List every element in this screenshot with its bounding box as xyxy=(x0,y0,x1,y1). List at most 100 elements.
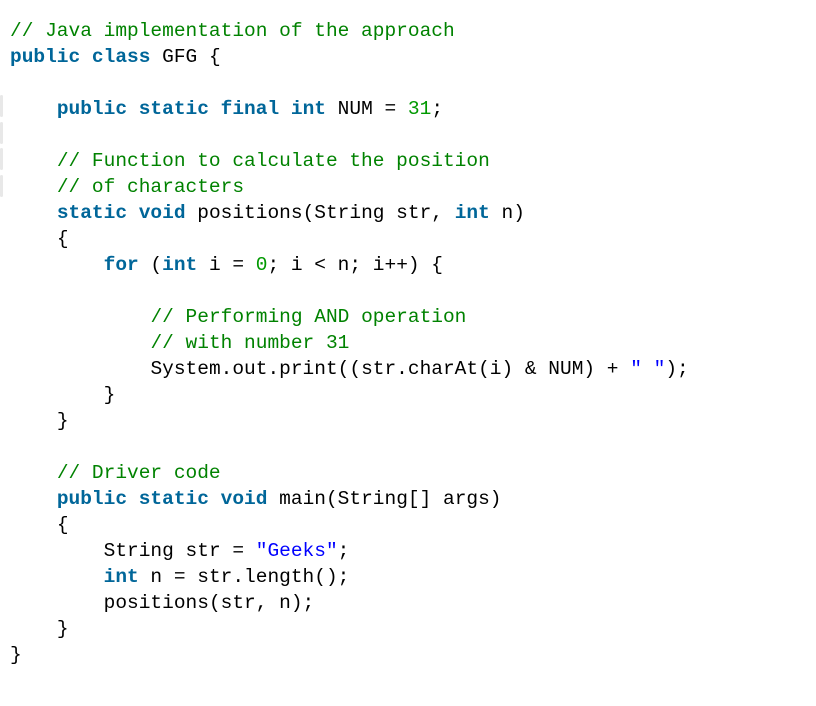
code-keyword: public xyxy=(56,98,128,120)
code-text: } xyxy=(10,644,22,666)
code-keyword: int xyxy=(103,566,139,588)
code-text: ); xyxy=(665,358,689,380)
code-number: 0 xyxy=(255,254,268,276)
code-line: public static final int NUM = 31; xyxy=(10,96,689,122)
code-text xyxy=(279,98,291,120)
code-text xyxy=(209,98,221,120)
code-line: for (int i = 0; i < n; i++) { xyxy=(10,252,689,278)
code-text xyxy=(209,488,221,510)
code-line xyxy=(10,70,689,96)
code-indent xyxy=(10,462,57,484)
code-comment: // of characters xyxy=(56,176,245,198)
gutter-marker xyxy=(0,95,3,117)
code-text: positions(String str, xyxy=(185,202,455,224)
code-text: { xyxy=(56,228,69,250)
code-keyword: public xyxy=(10,46,81,68)
code-indent xyxy=(10,358,150,380)
code-text xyxy=(127,98,139,120)
code-line: // with number 31 xyxy=(10,330,689,356)
code-comment: // Performing AND operation xyxy=(150,306,467,328)
code-indent xyxy=(10,202,57,224)
code-keyword: static xyxy=(138,98,209,120)
code-text: ; xyxy=(337,540,350,562)
code-text: ( xyxy=(138,254,163,276)
code-string: " " xyxy=(630,358,666,380)
code-keyword: public xyxy=(56,488,128,510)
code-text: } xyxy=(56,410,69,432)
code-text: GFG { xyxy=(150,46,221,68)
code-string: "Geeks" xyxy=(255,540,338,562)
code-line xyxy=(10,122,689,148)
code-text: i = xyxy=(197,254,256,276)
code-line: // of characters xyxy=(10,174,689,200)
code-number: 31 xyxy=(407,98,432,120)
code-line: // Function to calculate the position xyxy=(10,148,689,174)
code-line: static void positions(String str, int n) xyxy=(10,200,689,226)
code-indent xyxy=(10,540,104,562)
code-comment: // Function to calculate the position xyxy=(56,150,490,172)
code-line: System.out.print((str.charAt(i) & NUM) +… xyxy=(10,356,689,382)
code-text: } xyxy=(103,384,116,406)
code-indent xyxy=(10,410,57,432)
code-indent xyxy=(10,176,57,198)
code-comment: // Java implementation of the approach xyxy=(10,20,455,42)
code-line: } xyxy=(10,642,689,668)
code-text: String str = xyxy=(103,540,256,562)
code-indent xyxy=(10,488,57,510)
code-line: public class GFG { xyxy=(10,44,689,70)
code-text: main(String[] args) xyxy=(267,488,502,510)
code-line: } xyxy=(10,382,689,408)
code-line: } xyxy=(10,408,689,434)
code-comment: // Driver code xyxy=(56,462,221,484)
code-text: { xyxy=(56,514,69,536)
code-keyword: class xyxy=(91,46,151,68)
code-text xyxy=(127,488,139,510)
code-keyword: void xyxy=(220,488,268,510)
code-line: int n = str.length(); xyxy=(10,564,689,590)
code-line xyxy=(10,278,689,304)
code-text: NUM = xyxy=(325,98,408,120)
code-line: { xyxy=(10,512,689,538)
code-line xyxy=(10,434,689,460)
code-line: positions(str, n); xyxy=(10,590,689,616)
code-text: positions(str, n); xyxy=(103,592,315,614)
code-keyword: int xyxy=(290,98,326,120)
code-indent xyxy=(10,384,104,406)
code-keyword: int xyxy=(454,202,490,224)
code-indent xyxy=(10,592,104,614)
code-text: ; i < n; i++) { xyxy=(267,254,443,276)
code-text xyxy=(127,202,139,224)
code-keyword: void xyxy=(138,202,186,224)
code-text: ; xyxy=(431,98,444,120)
code-keyword: final xyxy=(220,98,280,120)
code-indent xyxy=(10,306,150,328)
gutter-marker xyxy=(0,148,3,170)
code-line: } xyxy=(10,616,689,642)
code-line: public static void main(String[] args) xyxy=(10,486,689,512)
code-indent xyxy=(10,228,57,250)
code-indent xyxy=(10,332,150,354)
code-line: // Driver code xyxy=(10,460,689,486)
code-text: } xyxy=(56,618,69,640)
code-indent xyxy=(10,566,104,588)
code-line: // Java implementation of the approach xyxy=(10,18,689,44)
code-indent xyxy=(10,618,57,640)
code-comment: // with number 31 xyxy=(150,332,350,354)
code-line: // Performing AND operation xyxy=(10,304,689,330)
code-indent xyxy=(10,514,57,536)
code-text: System.out.print((str.charAt(i) & NUM) + xyxy=(150,358,631,380)
gutter-marker xyxy=(0,122,3,144)
code-text: n = str.length(); xyxy=(138,566,350,588)
code-text xyxy=(80,46,92,68)
code-indent xyxy=(10,150,57,172)
code-text: n) xyxy=(489,202,525,224)
code-line: String str = "Geeks"; xyxy=(10,538,689,564)
code-line: { xyxy=(10,226,689,252)
code-keyword: int xyxy=(162,254,198,276)
code-keyword: static xyxy=(56,202,128,224)
gutter-marker xyxy=(0,175,3,197)
code-indent xyxy=(10,98,57,120)
code-keyword: static xyxy=(138,488,209,510)
code-indent xyxy=(10,254,104,276)
